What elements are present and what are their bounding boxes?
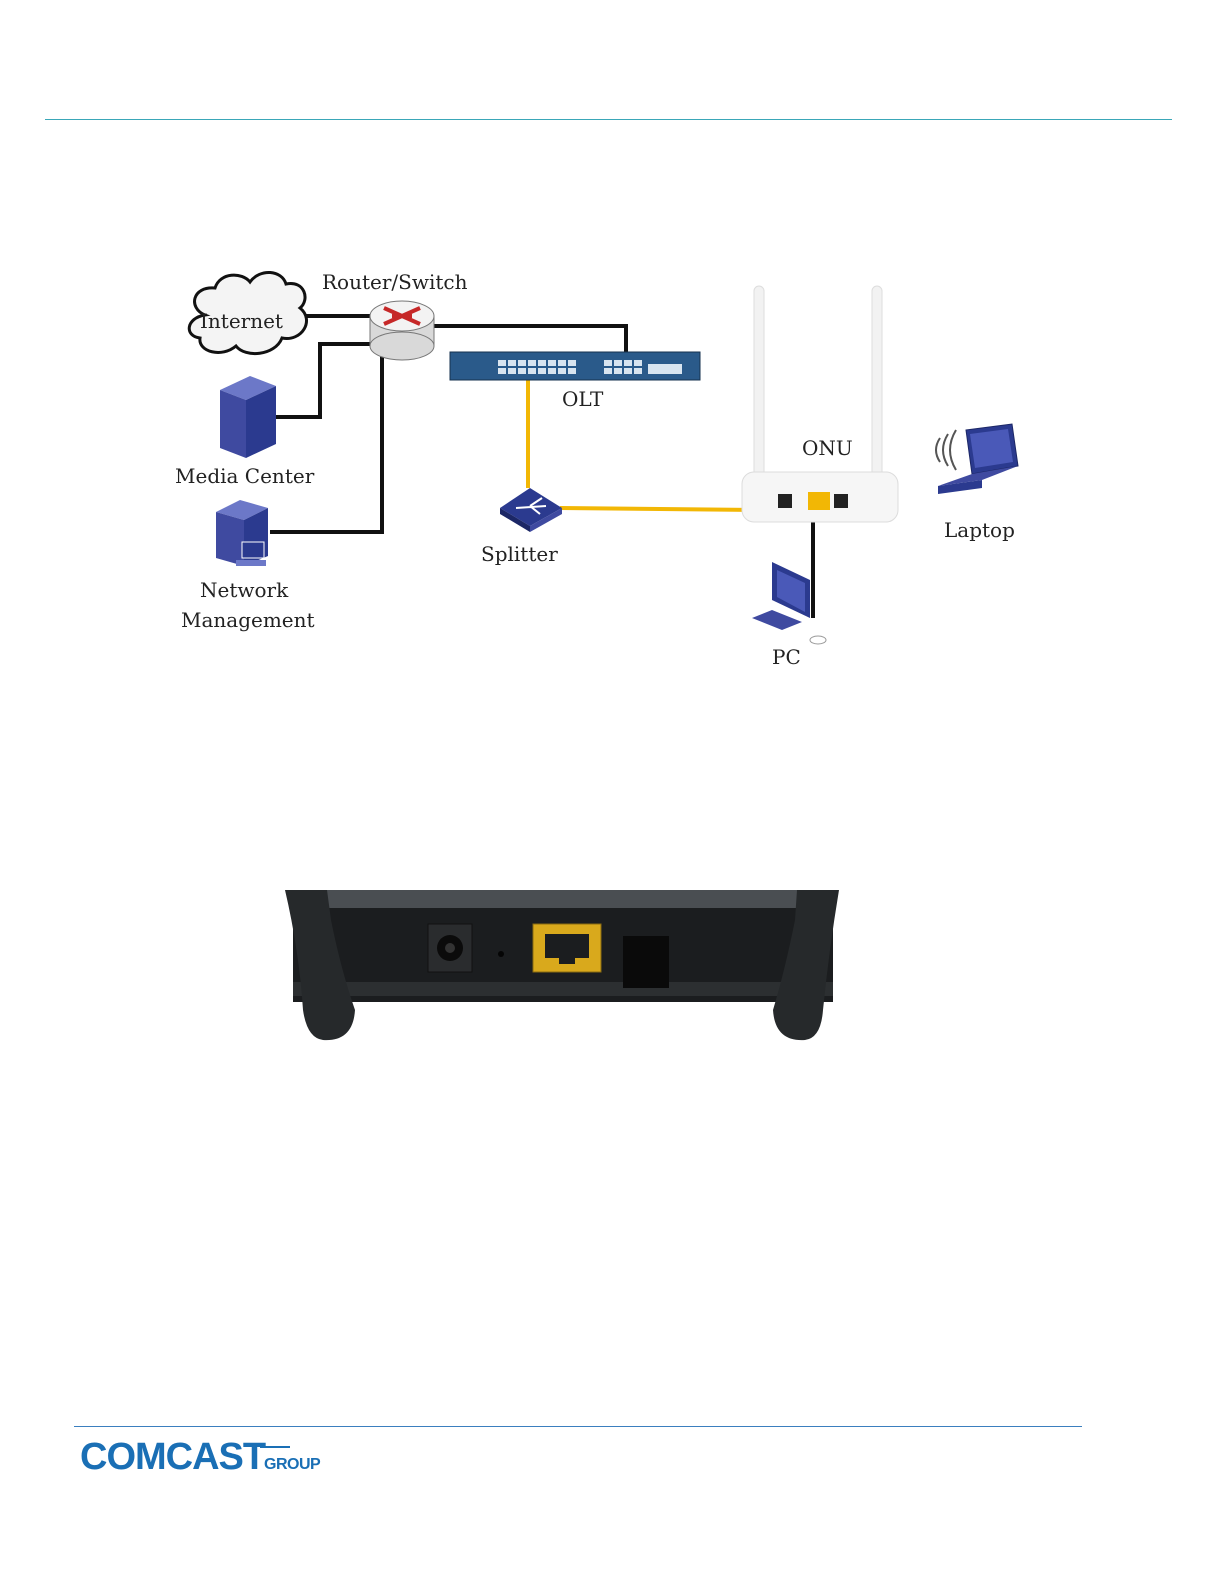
label-router-switch: Router/Switch — [322, 270, 468, 294]
label-internet: Internet — [200, 309, 283, 333]
label-network-management-line1: Network — [200, 578, 289, 602]
network-topology-diagram: Internet Router/Switch OLT — [170, 260, 1050, 680]
logo-main-text: COMCAST — [80, 1436, 265, 1479]
onu-rear-panel-photo — [283, 890, 841, 1042]
link-splitter-onu — [560, 508, 758, 510]
link-netmgmt-router — [270, 356, 382, 532]
splitter-icon — [500, 488, 562, 532]
footer-rule — [74, 1426, 1082, 1427]
network-management-workstation-icon — [216, 500, 268, 566]
media-center-server-icon — [220, 376, 276, 458]
laptop-icon — [936, 424, 1018, 494]
router-icon — [370, 301, 434, 360]
logo-dash — [260, 1446, 290, 1448]
label-network-management-line2: Management — [181, 608, 315, 632]
label-media-center: Media Center — [175, 464, 315, 488]
onu-device-icon — [742, 286, 898, 522]
label-pc: PC — [772, 645, 801, 669]
olt-device-icon — [450, 352, 700, 380]
label-onu: ONU — [802, 436, 853, 460]
logo-sub-text: GROUP — [264, 1456, 320, 1474]
header-rule — [45, 119, 1172, 120]
link-mediacenter-router — [270, 344, 380, 417]
label-splitter: Splitter — [481, 542, 558, 566]
label-olt: OLT — [562, 387, 604, 411]
label-laptop: Laptop — [944, 518, 1015, 542]
